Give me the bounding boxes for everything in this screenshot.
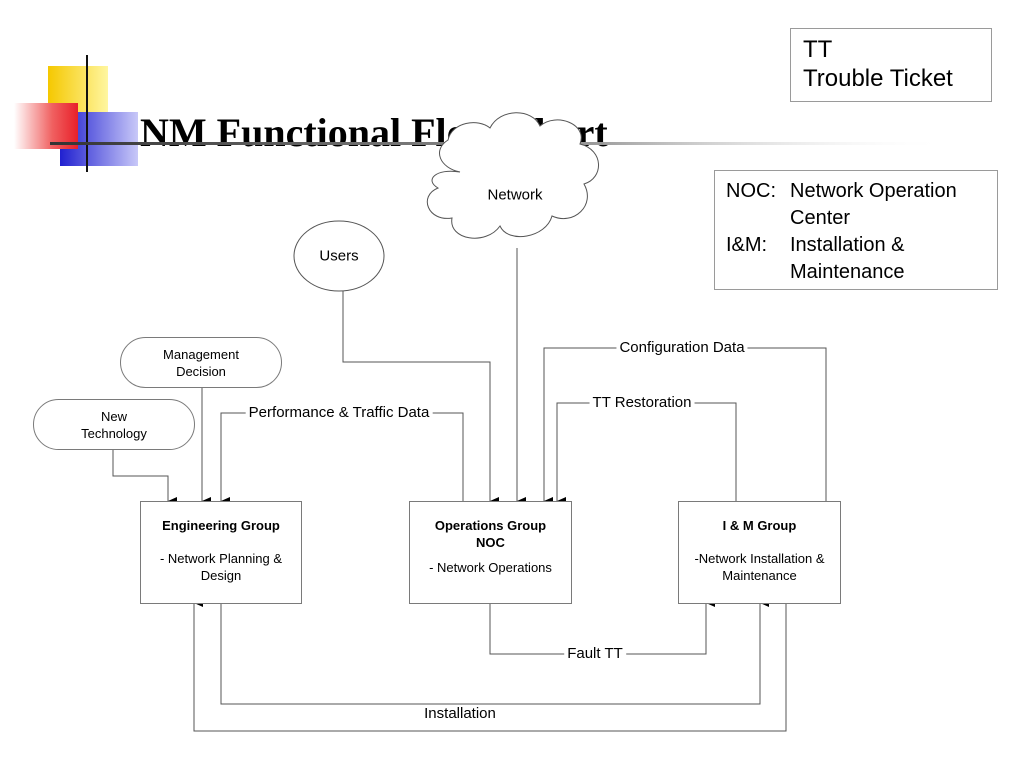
tt-restoration-label: TT Restoration <box>589 394 695 412</box>
network-node-label: Network <box>487 186 543 204</box>
engineering-group-name: Engineering Group <box>162 518 280 533</box>
performance-traffic-label: Performance & Traffic Data <box>245 404 433 422</box>
logo-graphic <box>14 55 138 172</box>
definition-noc: NOC: Network Operation Center <box>726 178 997 232</box>
abbreviation-box: NOC: Network Operation Center I&M: Insta… <box>714 170 998 290</box>
users-node-label: Users <box>319 247 359 265</box>
definition-value: Installation & Maintenance <box>790 234 905 283</box>
connector-tt-restoration <box>556 402 737 505</box>
fault-tt-label: Fault TT <box>564 645 626 663</box>
users-ellipse <box>293 220 385 292</box>
connector-installation-inner <box>220 599 769 705</box>
connector-users-to-operations <box>342 291 499 505</box>
new-technology-node: New Technology <box>33 399 195 450</box>
im-group-desc: -Network Installation & Maintenance <box>694 551 825 583</box>
connector-performance-traffic <box>220 412 464 505</box>
installation-label: Installation <box>421 705 499 723</box>
definition-value: Network Operation Center <box>790 180 957 229</box>
definition-key: NOC: <box>726 180 776 202</box>
configuration-data-label: Configuration Data <box>616 339 748 357</box>
definition-im: I&M: Installation & Maintenance <box>726 232 997 286</box>
logo-red-square <box>14 103 78 149</box>
operations-group-name: Operations Group NOC <box>434 518 547 550</box>
operations-group-box: Operations Group NOC - Network Operation… <box>409 501 572 604</box>
connector-new-technology <box>112 450 177 505</box>
engineering-group-box: Engineering Group - Network Planning & D… <box>140 501 302 604</box>
connector-configuration-data <box>543 347 827 505</box>
connector-installation-outer <box>193 599 787 732</box>
im-group-name: I & M Group <box>722 518 797 533</box>
management-decision-node: Management Decision <box>120 337 282 388</box>
operations-group-desc: - Network Operations <box>429 560 552 575</box>
engineering-group-desc: - Network Planning & Design <box>159 551 283 583</box>
definition-key: I&M: <box>726 234 768 256</box>
tt-abbreviation: TT <box>803 36 833 63</box>
tt-meaning: Trouble Ticket <box>803 65 953 92</box>
im-group-box: I & M Group -Network Installation & Main… <box>678 501 841 604</box>
tt-legend-box: TT Trouble Ticket <box>790 28 992 102</box>
network-cloud-shape <box>426 112 599 239</box>
